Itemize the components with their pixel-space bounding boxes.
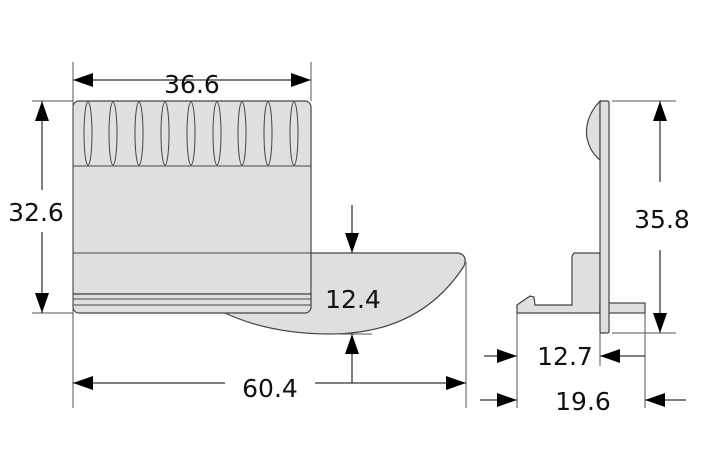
side-dimensions: 35.8 12.7 19.6 <box>480 100 690 416</box>
grip-ridge <box>83 101 93 166</box>
side-plate <box>599 100 610 334</box>
grip-ridge <box>108 101 118 166</box>
grip-ridges <box>83 101 299 166</box>
front-dimensions: 36.6 32.6 12.4 60.4 <box>8 62 467 408</box>
dim-side-height: 35.8 <box>634 205 690 234</box>
grip-ridge <box>186 101 196 166</box>
grip-ridge <box>237 101 247 166</box>
grip-ridge <box>212 101 222 166</box>
side-view <box>516 99 646 334</box>
side-dome <box>585 99 601 162</box>
dim-blade-depth: 12.4 <box>325 285 381 314</box>
dim-front-width: 36.6 <box>164 70 220 99</box>
dim-total-length: 60.4 <box>242 374 298 403</box>
dim-side-inner-depth: 12.7 <box>537 342 593 371</box>
grip-ridge <box>160 101 170 166</box>
grip-ridge <box>263 101 273 166</box>
dim-side-total-depth: 19.6 <box>555 387 611 416</box>
grip-ridge <box>134 101 144 166</box>
front-view <box>72 100 466 335</box>
side-hook <box>516 252 601 314</box>
grip-ridge <box>289 101 299 166</box>
dim-front-height: 32.6 <box>8 198 64 227</box>
